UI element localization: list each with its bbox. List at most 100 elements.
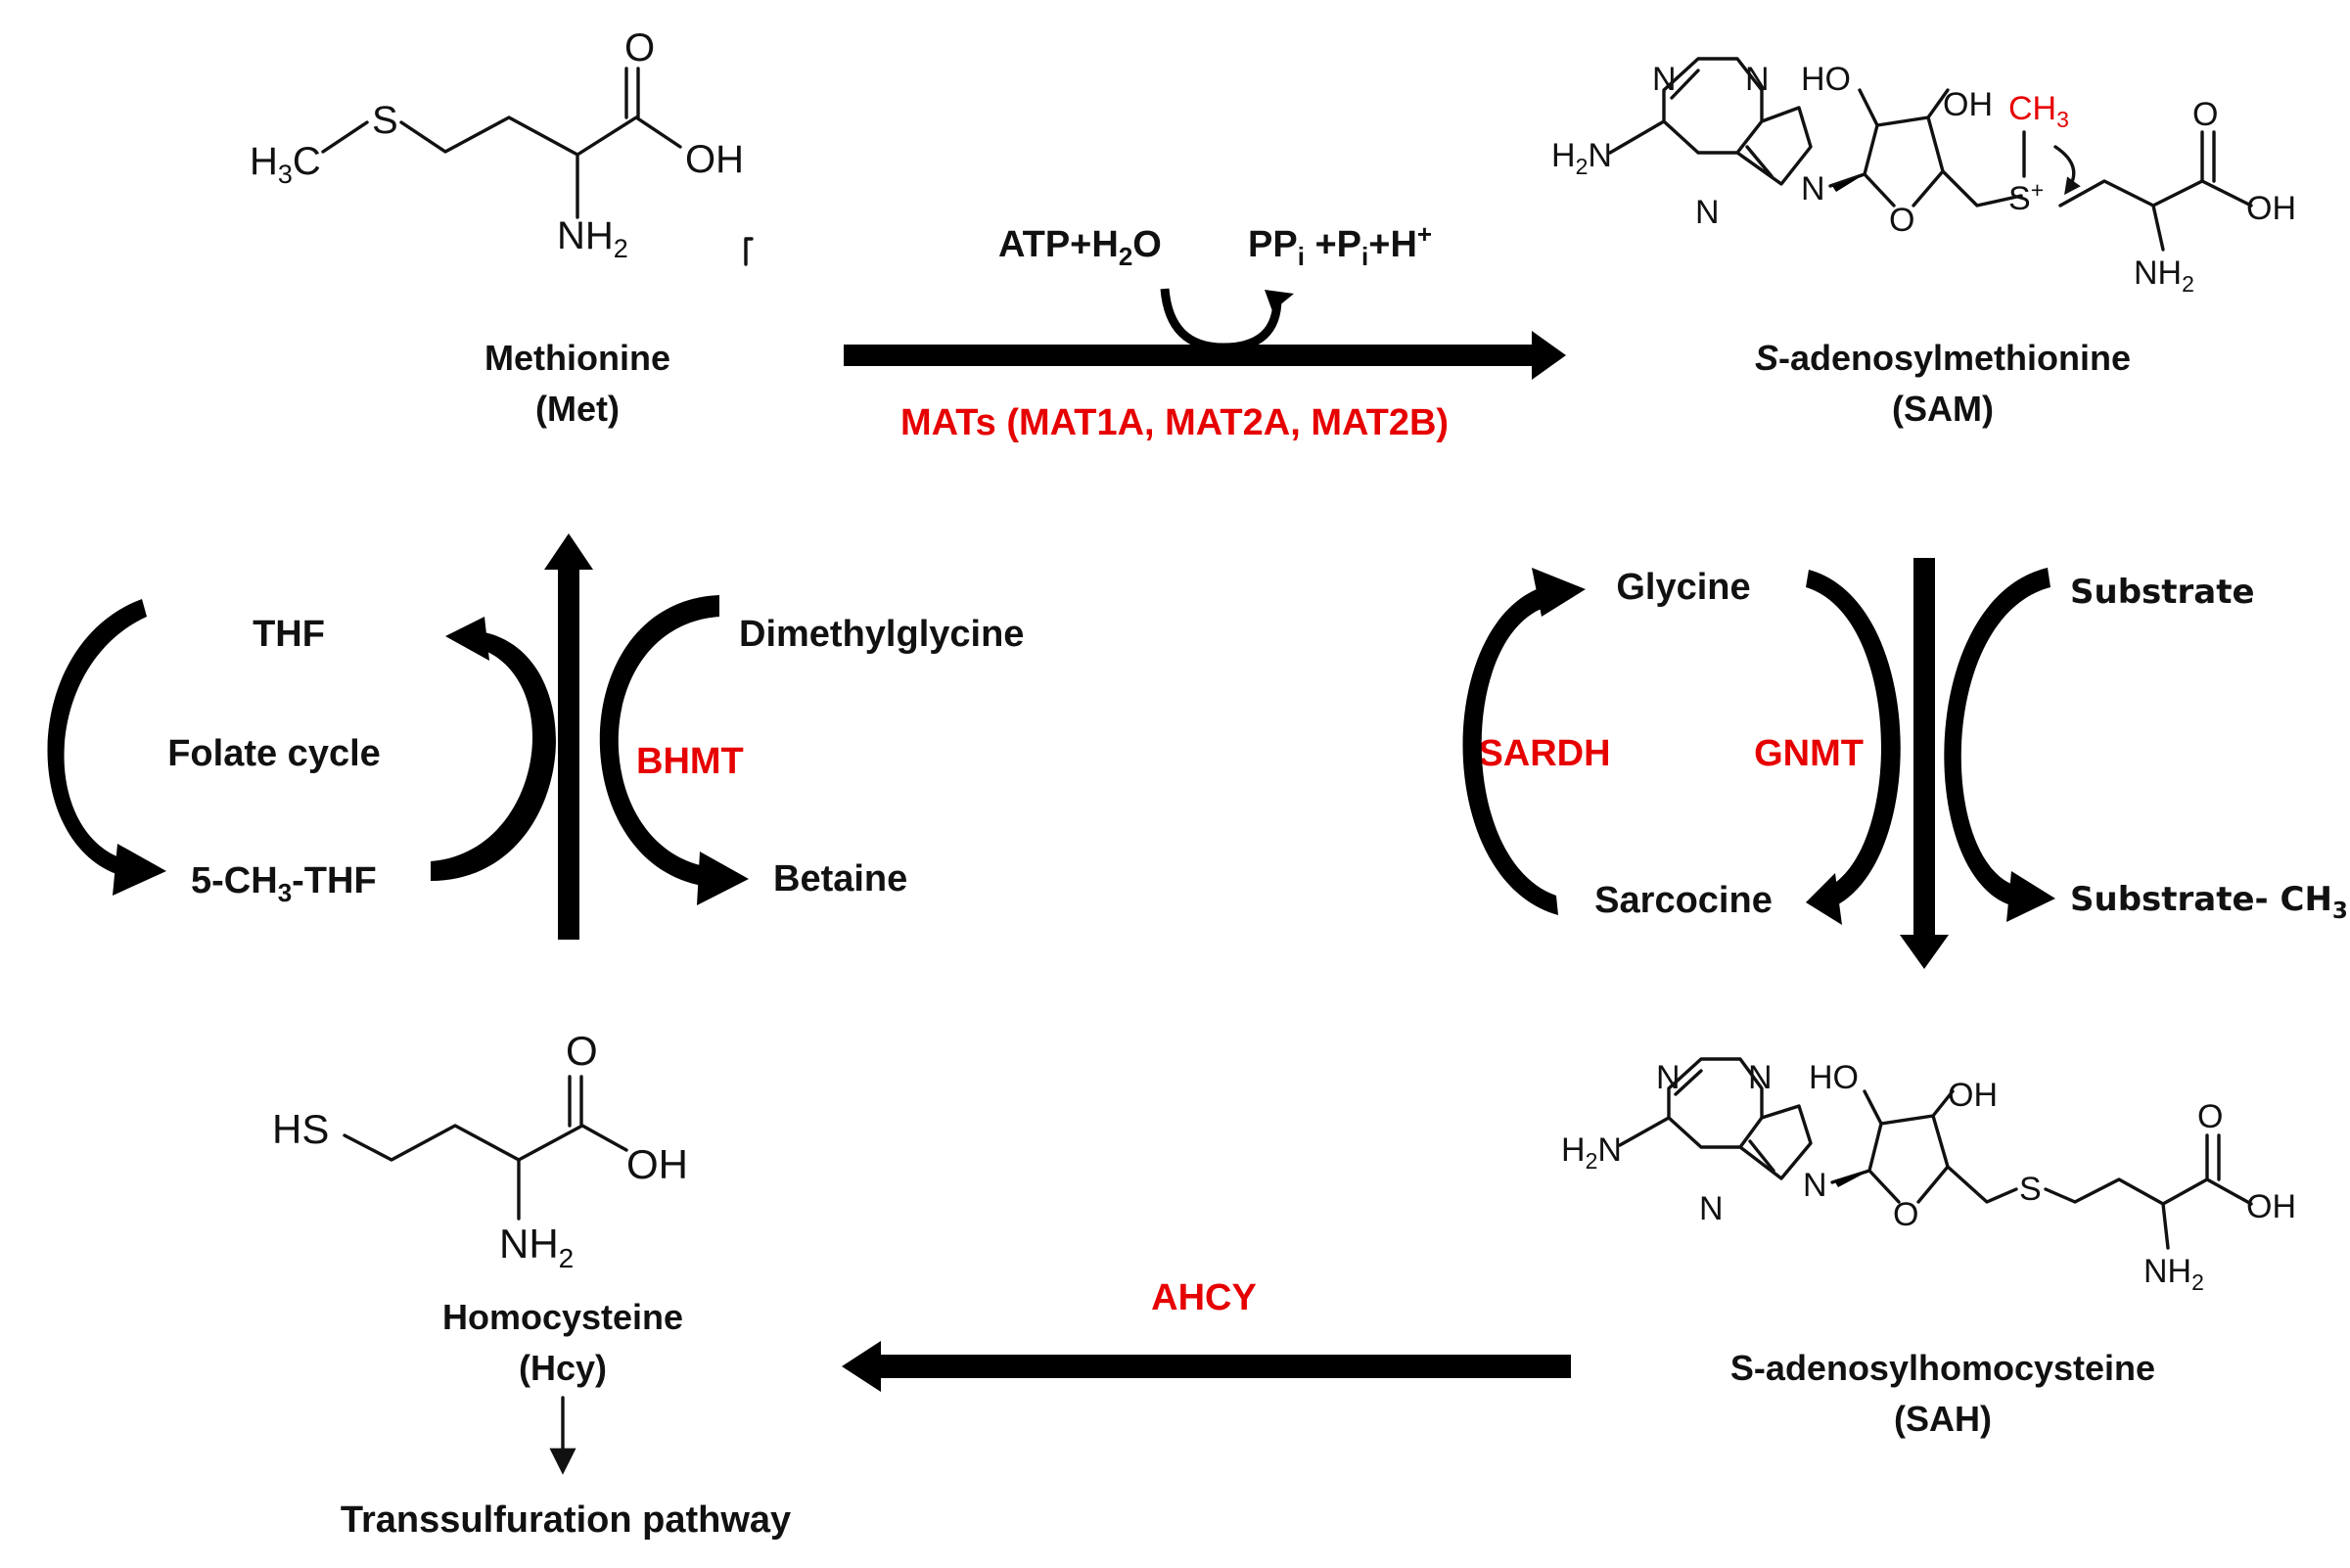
sam-methyl-curl: [2053, 145, 2081, 196]
homocysteine-structure: HS O OH NH2 Homocysteine (Hcy) Transsulf…: [272, 1028, 791, 1541]
hcy-nh2-label: NH2: [499, 1221, 574, 1273]
bhmt-enzyme-label: BHMT: [636, 741, 744, 782]
sam-wedge: [1832, 174, 1865, 192]
transsulfuration-label: Transsulfuration pathway: [341, 1499, 791, 1541]
substrate-ch3-label: Substrate- CH3: [2070, 880, 2348, 924]
hcy-bonds: [343, 1075, 628, 1221]
sam-ring-o: O: [1889, 202, 1914, 239]
stray-mark: [744, 237, 754, 266]
sam-cooh-oh: OH: [2246, 190, 2296, 227]
sah-h2n-label: H2N: [1561, 1131, 1622, 1174]
mat-curved-arrowhead: [1265, 290, 1294, 311]
methionine-abbr: (Met): [535, 389, 620, 429]
homocysteine-name: Homocysteine: [442, 1297, 683, 1337]
sah-structure: H2N N N N N HO OH O S O OH NH2 S-adenosy…: [1561, 1057, 2296, 1439]
betaine-label: Betaine: [773, 858, 907, 899]
homocysteine-abbr: (Hcy): [519, 1348, 607, 1388]
bhmt-curve-arrowhead: [697, 852, 749, 905]
ahcy-reaction: AHCY: [842, 1277, 1571, 1392]
methionine-o-atom: O: [624, 26, 655, 69]
sam-name: S-adenosylmethionine: [1755, 338, 2131, 378]
sardh-curve: [1462, 587, 1558, 915]
thf-label: THF: [253, 614, 325, 655]
sam-adenine-bonds: [1608, 57, 1813, 186]
sah-ring-o: O: [1893, 1196, 1918, 1233]
mat-reactants: ATP+H2O: [998, 224, 1162, 271]
methionine-name: Methionine: [484, 338, 670, 378]
folate-cycle-label: Folate cycle: [167, 733, 381, 774]
sam-n7: N: [1695, 194, 1720, 231]
sam-abbr: (SAM): [1892, 389, 1994, 429]
gnmt-arrowhead: [1806, 873, 1842, 925]
sardh-enzyme-label: SARDH: [1478, 733, 1610, 774]
mat-enzyme-label: MATs (MAT1A, MAT2A, MAT2B): [900, 402, 1449, 443]
methionine-bonds: [321, 67, 682, 219]
folate-loop-arrowhead: [113, 844, 166, 896]
sam-cooh-o: O: [2192, 96, 2218, 133]
substrate-curve: [1944, 568, 2050, 905]
sam-ch3-label: CH3: [2008, 90, 2069, 132]
hcy-to-met-arrowhead: [544, 533, 593, 570]
methionine-nh2-label: NH2: [557, 214, 628, 263]
sah-nh2: NH2: [2143, 1253, 2204, 1295]
glycine-label: Glycine: [1616, 567, 1750, 608]
sah-name: S-adenosylhomocysteine: [1730, 1348, 2155, 1388]
sam-to-sah-arrow-shaft: [1913, 558, 1935, 940]
sam-n9: N: [1801, 170, 1825, 208]
sah-cooh-o: O: [2197, 1098, 2223, 1135]
sam-s-plus: S+: [2008, 177, 2044, 217]
sah-ribose-bonds: [1830, 1089, 2253, 1250]
sam-structure: H2N N N N N HO OH O CH3 S+ O OH NH2 S-ad…: [1551, 57, 2296, 429]
substrate-arrowhead: [2006, 871, 2055, 922]
hcy-o-atom: O: [566, 1028, 598, 1074]
folate-loop-curve: [47, 599, 147, 879]
sardh-arrowhead: [1532, 568, 1586, 617]
sam-n1: N: [1652, 61, 1677, 98]
dimethylglycine-label: Dimethylglycine: [739, 614, 1024, 655]
mat-curved-arrow: [1160, 288, 1282, 352]
ahcy-arrowhead: [842, 1341, 881, 1392]
sah-s: S: [2019, 1171, 2042, 1208]
sarcocine-label: Sarcocine: [1594, 880, 1773, 921]
methionine-h3c-label: H3C: [250, 140, 321, 189]
hcy-hs-label: HS: [272, 1106, 329, 1152]
sah-adenine-bonds: [1618, 1057, 1813, 1180]
mat-products: PPi +Pi+H+: [1248, 219, 1432, 271]
sam-ho: HO: [1801, 61, 1851, 98]
ahcy-enzyme-label: AHCY: [1151, 1277, 1257, 1318]
folate-to-thf-arrowhead: [445, 617, 489, 661]
methionine-structure: H3C S O OH NH2 Methionine (Met): [250, 26, 754, 429]
sah-n9: N: [1803, 1167, 1827, 1204]
methionine-oh-label: OH: [685, 138, 744, 181]
sam-n3: N: [1745, 61, 1770, 98]
bhmt-curve: [599, 595, 719, 886]
methionine-s-atom: S: [372, 99, 398, 142]
sah-abbr: (SAH): [1894, 1399, 1992, 1439]
sam-chain-bonds: [2058, 130, 2253, 252]
sah-ho: HO: [1809, 1059, 1859, 1096]
ahcy-arrow-shaft: [876, 1355, 1571, 1378]
mat-reaction: ATP+H2O PPi +Pi+H+ MATs (MAT1A, MAT2A, M…: [844, 219, 1566, 443]
methyl-thf-label: 5-CH3-THF: [191, 860, 377, 907]
sam-ribose-bonds: [1828, 88, 2023, 208]
hcy-oh-label: OH: [626, 1141, 688, 1187]
gnmt-section: Glycine Sarcocine SARDH GNMT Substrate S…: [1462, 558, 2348, 969]
sah-n3: N: [1748, 1059, 1773, 1096]
mat-main-arrowhead: [1532, 331, 1566, 380]
sam-nh2: NH2: [2134, 254, 2194, 297]
gnmt-enzyme-label: GNMT: [1754, 733, 1864, 774]
sah-cooh-oh: OH: [2246, 1188, 2296, 1225]
substrate-label: Substrate: [2070, 573, 2255, 612]
sah-n7: N: [1699, 1190, 1724, 1227]
sam-oh: OH: [1943, 86, 1993, 123]
sam-to-sah-arrowhead: [1900, 935, 1949, 969]
sah-oh: OH: [1948, 1077, 1998, 1114]
gnmt-curve: [1806, 570, 1901, 910]
bhmt-section: Dimethylglycine BHMT Betaine THF Folate …: [47, 533, 1024, 940]
sah-n1: N: [1656, 1059, 1681, 1096]
sam-h2n-label: H2N: [1551, 137, 1612, 179]
folate-to-thf-curve: [431, 631, 556, 881]
sah-wedge: [1834, 1171, 1869, 1187]
mat-main-arrow-shaft: [844, 345, 1539, 366]
